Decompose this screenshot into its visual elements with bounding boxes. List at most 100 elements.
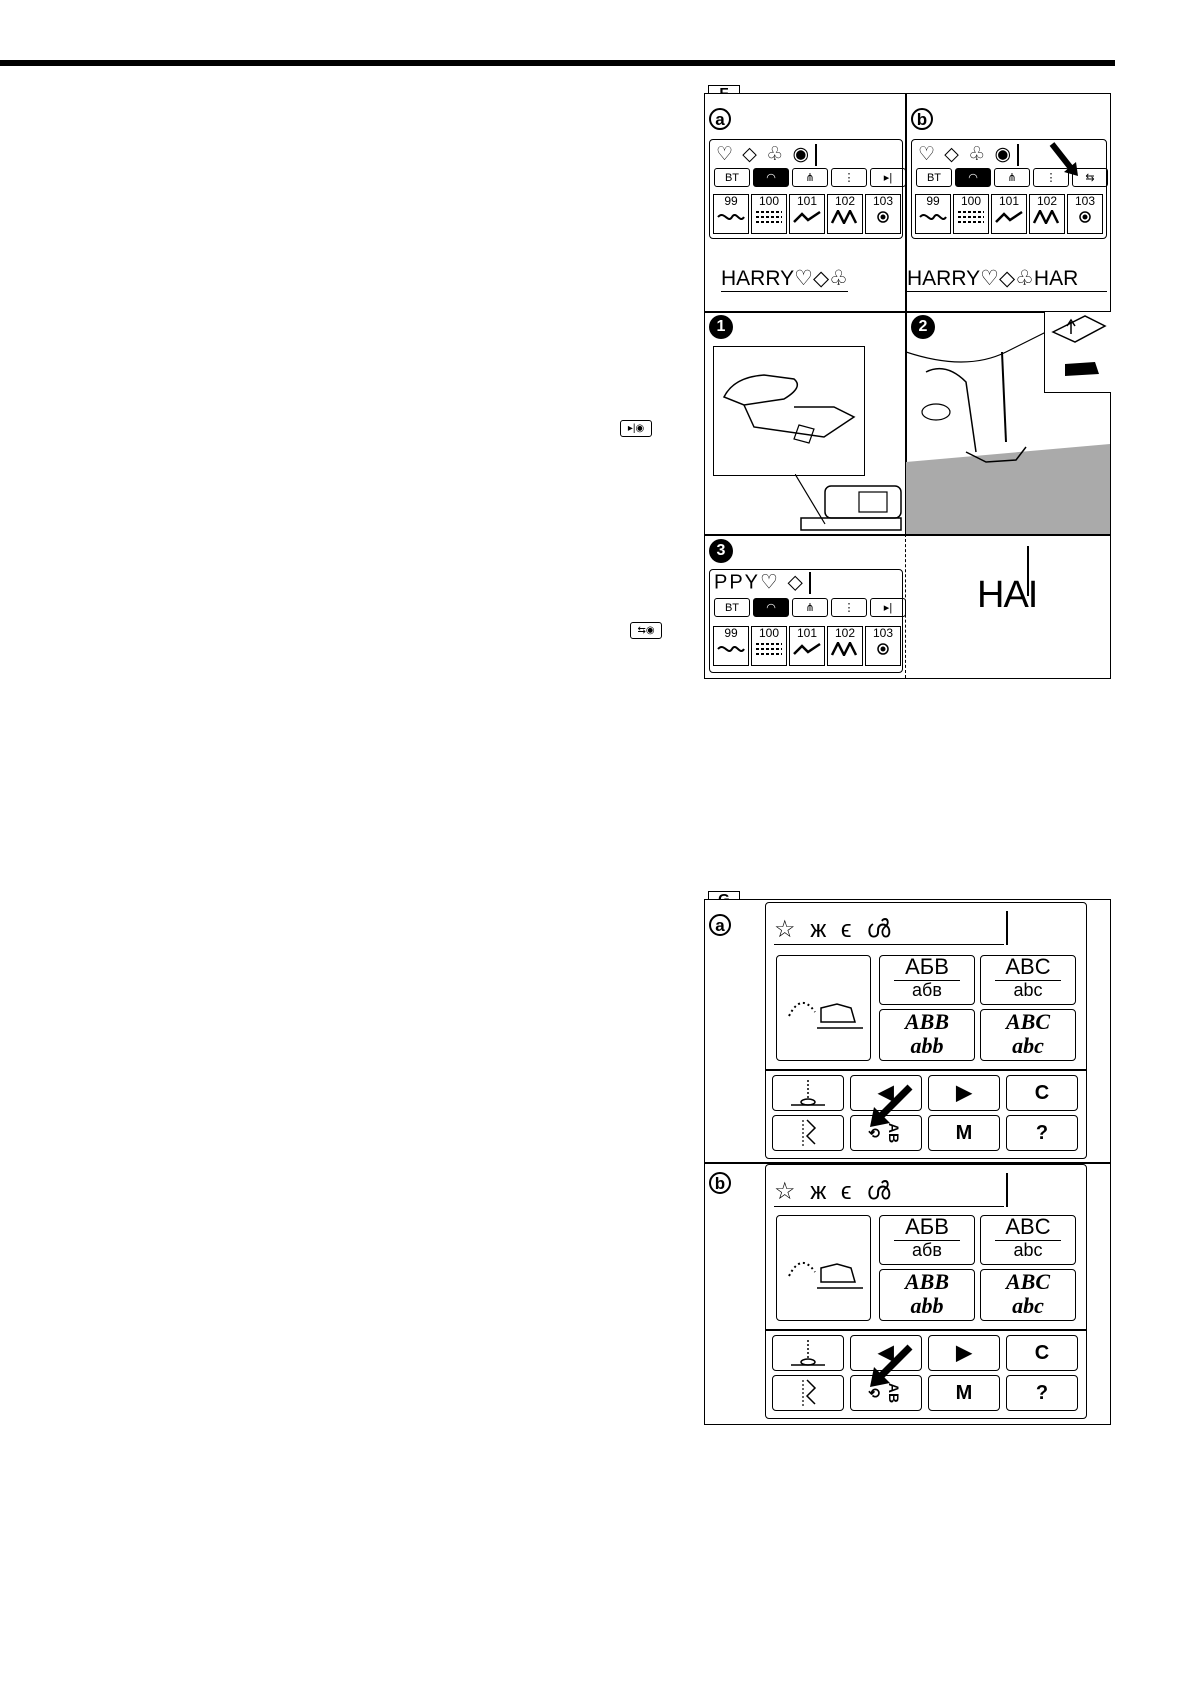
script-lower: abb [910, 1293, 944, 1318]
cursor [1017, 144, 1020, 166]
latin-upper: ABC [1005, 1214, 1051, 1239]
fork-icon[interactable]: ⋔ [994, 168, 1030, 187]
arch-icon[interactable]: ◠ [753, 598, 789, 617]
character-screen-a: ☆ ж ϵ ൾ АБВ абв ABC abc ABB abb ABC abc … [765, 902, 1087, 1159]
zigzag-icon [802, 1379, 817, 1406]
stitch-102[interactable]: 102 [827, 194, 863, 234]
step-1-badge: 1 [709, 315, 733, 339]
cyrillic-script-button[interactable]: ABB abb [879, 1269, 975, 1321]
stitch-99[interactable]: 99 [713, 626, 749, 666]
memory-button[interactable]: M [928, 1115, 1000, 1151]
stitch-99[interactable]: 99 [915, 194, 951, 234]
stitch-number-row: 99 100 101 102 103 [713, 194, 901, 234]
cursor-right-button[interactable]: ▶ [928, 1075, 1000, 1111]
star-icon: ☆ [774, 1178, 800, 1205]
bt-icon[interactable]: BT [916, 168, 952, 187]
stitched-text-3: HAI [977, 574, 1038, 616]
stitch-102[interactable]: 102 [827, 626, 863, 666]
latin-upper: ABC [1005, 954, 1051, 979]
reverse-icon[interactable]: ⇆ [1072, 168, 1108, 187]
stitch-mode-button[interactable] [772, 1115, 844, 1151]
symbol-row: ♡ ◇ ♧ ◉ [918, 144, 1020, 166]
butterfly-icon: ж [810, 916, 831, 943]
stitch-100[interactable]: 100 [953, 194, 989, 234]
mode-ab-button[interactable]: ⟲ AB [850, 1375, 922, 1411]
fork-icon[interactable]: ⋔ [792, 598, 828, 617]
needle-position-button[interactable] [772, 1335, 844, 1371]
fork-icon[interactable]: ⋔ [792, 168, 828, 187]
clear-button[interactable]: C [1006, 1075, 1078, 1111]
bt-icon[interactable]: BT [714, 168, 750, 187]
divider [705, 311, 1110, 313]
start-stop-icon: ▸|◉ [620, 420, 652, 437]
motif-row: ☆ ж ϵ ൾ [774, 1177, 1004, 1207]
script-lower: abc [1012, 1293, 1044, 1318]
help-button[interactable]: ? [1006, 1115, 1078, 1151]
presser-lever-icon [1051, 315, 1107, 376]
cursor [1006, 1173, 1008, 1207]
latin-block-button[interactable]: ABC abc [980, 955, 1076, 1005]
stitch-number-row: 99 100 101 102 103 [713, 626, 901, 666]
needle-icon[interactable]: ⋮ [831, 598, 867, 617]
stitched-text-a: HARRY♡◇♧ [721, 267, 848, 292]
latin-lower: abc [995, 1240, 1061, 1259]
pattern-display: PPY♡ ◇ [714, 572, 811, 594]
arch-icon[interactable]: ◠ [955, 168, 991, 187]
symbol-row: ♡ ◇ ♧ ◉ [716, 144, 818, 166]
rotate-icon: ⟲ [868, 1125, 880, 1141]
cursor [815, 144, 818, 166]
cyrillic-block-button[interactable]: АБВ абв [879, 955, 975, 1005]
needle-icon[interactable]: ⋮ [1033, 168, 1069, 187]
arch-icon[interactable]: ◠ [753, 168, 789, 187]
latin-lower: abc [995, 980, 1061, 999]
script-upper: ABB [904, 1009, 950, 1034]
step-2-badge: 2 [911, 315, 935, 339]
memory-button[interactable]: M [928, 1375, 1000, 1411]
butterfly-icon: ж [810, 1178, 831, 1205]
clear-button[interactable]: C [1006, 1335, 1078, 1371]
stitch-101[interactable]: 101 [789, 194, 825, 234]
script-lower: abb [910, 1033, 944, 1058]
start-icon[interactable]: ▸| [870, 598, 906, 617]
stitch-100[interactable]: 100 [751, 626, 787, 666]
preview-curve-icon [788, 1262, 863, 1289]
stitch-103[interactable]: 103 [1067, 194, 1103, 234]
stitch-101[interactable]: 101 [789, 626, 825, 666]
cyrillic-block-button[interactable]: АБВ абв [879, 1215, 975, 1265]
cyrillic-script-button[interactable]: ABB abb [879, 1009, 975, 1061]
stitch-103[interactable]: 103 [865, 194, 901, 234]
stitch-102[interactable]: 102 [1029, 194, 1065, 234]
divider [766, 1329, 1086, 1331]
needle-icon [791, 1340, 825, 1366]
header-rule [0, 60, 1115, 66]
cursor-right-button[interactable]: ▶ [928, 1335, 1000, 1371]
function-icons: BT ◠ ⋔ ⋮ ▸| [714, 168, 906, 187]
needle-icon[interactable]: ⋮ [831, 168, 867, 187]
divider [905, 94, 907, 311]
stitch-99[interactable]: 99 [713, 194, 749, 234]
stitch-101[interactable]: 101 [991, 194, 1027, 234]
divider [905, 311, 907, 534]
script-lower: abc [1012, 1033, 1044, 1058]
stitch-mode-button[interactable] [772, 1375, 844, 1411]
bt-icon[interactable]: BT [714, 598, 750, 617]
latin-script-button[interactable]: ABC abc [980, 1009, 1076, 1061]
pointer-arrow-icon [1049, 142, 1078, 176]
lever-inset [1044, 312, 1111, 393]
lcd-display-3: PPY♡ ◇ BT ◠ ⋔ ⋮ ▸| 99 100 101 102 103 [709, 569, 906, 673]
stitch-100[interactable]: 100 [751, 194, 787, 234]
stitch-number-row: 99 100 101 102 103 [915, 194, 1103, 234]
needle-icon [791, 1080, 825, 1106]
presser-foot-drawing [722, 374, 856, 444]
latin-script-button[interactable]: ABC abc [980, 1269, 1076, 1321]
pointer-arrow-icon [870, 1084, 913, 1127]
dog-icon: ൾ [866, 916, 895, 943]
script-upper: ABC [1005, 1009, 1051, 1034]
help-button[interactable]: ? [1006, 1375, 1078, 1411]
start-icon[interactable]: ▸| [870, 168, 906, 187]
latin-block-button[interactable]: ABC abc [980, 1215, 1076, 1265]
needle-line [1027, 546, 1029, 596]
needle-position-button[interactable] [772, 1075, 844, 1111]
divider [705, 1162, 1110, 1164]
stitch-103[interactable]: 103 [865, 626, 901, 666]
